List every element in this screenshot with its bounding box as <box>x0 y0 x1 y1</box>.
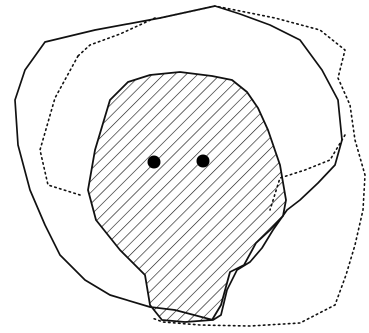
point-left <box>148 156 161 169</box>
outer-dotted-inner-edge <box>40 56 80 195</box>
outer-dotted-top-connector <box>78 18 155 56</box>
point-right <box>197 155 210 168</box>
inner-hatched-region <box>88 72 286 322</box>
